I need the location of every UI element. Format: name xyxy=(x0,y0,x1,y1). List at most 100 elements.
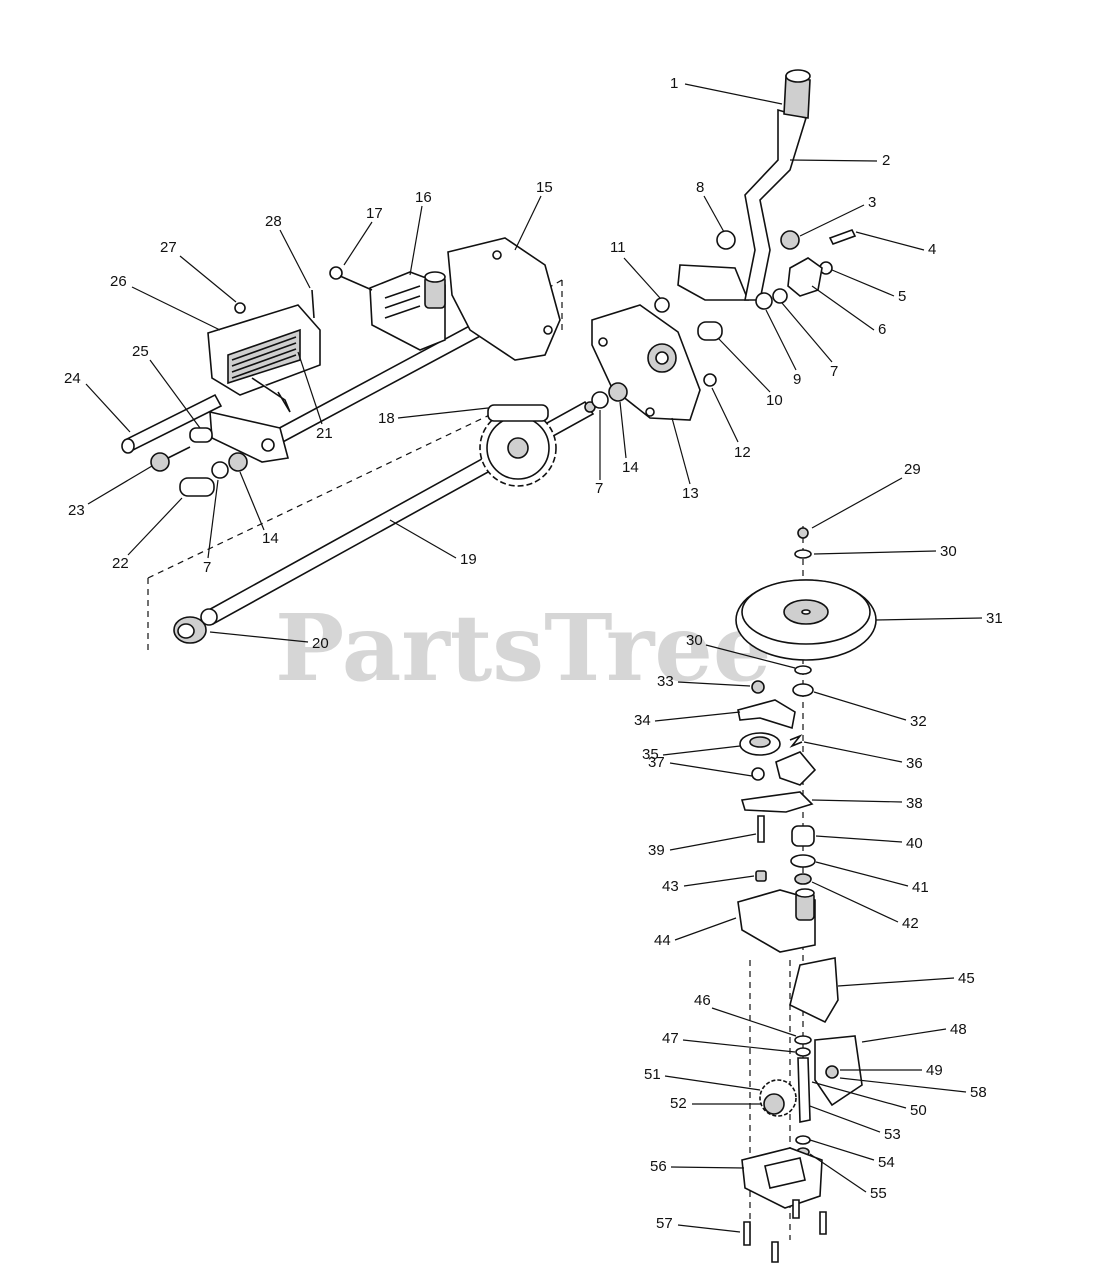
idler-bracket xyxy=(775,751,817,786)
leader-3 xyxy=(799,204,865,237)
bushing-10 xyxy=(697,321,723,341)
upper-assembly xyxy=(121,69,857,652)
leader-28 xyxy=(279,229,311,289)
screw-57-c xyxy=(792,1199,800,1219)
callout-7-upper: 7 xyxy=(830,363,838,380)
callout-39: 39 xyxy=(648,842,665,859)
leader-29 xyxy=(811,477,903,529)
callout-30-mid: 30 xyxy=(686,632,703,649)
leader-30-top xyxy=(813,550,937,555)
leader-9 xyxy=(765,309,797,371)
ring-41 xyxy=(790,854,816,868)
callout-5: 5 xyxy=(898,288,906,305)
callout-38: 38 xyxy=(906,795,923,812)
leader-36 xyxy=(803,741,903,763)
callout-53: 53 xyxy=(884,1126,901,1143)
callout-12: 12 xyxy=(734,444,751,461)
callout-27: 27 xyxy=(160,239,177,256)
leader-6 xyxy=(811,285,875,331)
callout-labels: 1 2 3 4 5 6 7 7 7 8 9 10 11 xyxy=(64,75,1003,1233)
plate-38 xyxy=(740,791,814,813)
callout-7-left: 7 xyxy=(203,559,211,576)
ring-42 xyxy=(794,873,812,885)
leader-35 xyxy=(662,745,741,756)
leader-31 xyxy=(875,617,983,621)
bolt-17 xyxy=(329,266,373,291)
callout-8: 8 xyxy=(696,179,704,196)
dashed-assembly-outline xyxy=(147,279,563,652)
leader-14-center xyxy=(619,401,627,459)
callout-1: 1 xyxy=(670,75,678,92)
callout-2: 2 xyxy=(882,152,890,169)
worm-shaft-53 xyxy=(797,1057,811,1123)
lower-assembly xyxy=(735,526,877,1263)
nut-29 xyxy=(797,527,809,539)
leader-1 xyxy=(684,83,783,105)
bolt-27 xyxy=(234,302,246,314)
callout-14-center: 14 xyxy=(622,459,639,476)
leader-55 xyxy=(809,1153,867,1193)
bushing-11 xyxy=(654,297,670,313)
callout-3: 3 xyxy=(868,194,876,211)
bushing-37 xyxy=(751,767,765,781)
leader-48 xyxy=(861,1028,947,1043)
screw-57-b xyxy=(771,1241,779,1263)
gear-case-16 xyxy=(369,271,446,351)
washer-14-right xyxy=(608,382,628,402)
leader-37 xyxy=(669,762,753,777)
bushing-8 xyxy=(716,230,736,250)
plug-43 xyxy=(755,870,767,882)
leader-7-left xyxy=(207,479,219,559)
bearing-35 xyxy=(739,732,781,756)
leader-8 xyxy=(703,195,725,233)
leader-42 xyxy=(811,881,899,923)
leader-34 xyxy=(654,711,741,722)
screw-57-a xyxy=(743,1221,751,1246)
leader-12 xyxy=(711,387,739,443)
callout-56: 56 xyxy=(650,1158,667,1175)
callout-15: 15 xyxy=(536,179,553,196)
leader-4 xyxy=(855,231,925,251)
callout-14-left: 14 xyxy=(262,530,279,547)
lever-bracket-plate xyxy=(677,264,750,301)
washer-32 xyxy=(792,683,814,697)
leader-39 xyxy=(669,833,757,851)
callout-57: 57 xyxy=(656,1215,673,1232)
gear-51 xyxy=(759,1079,797,1117)
callout-11: 11 xyxy=(610,239,626,256)
lower-plate xyxy=(209,410,290,463)
spring-36 xyxy=(789,734,803,748)
washer-46 xyxy=(794,1035,812,1045)
callout-34: 34 xyxy=(634,712,651,729)
nut-33 xyxy=(751,680,765,694)
callout-26: 26 xyxy=(110,273,127,290)
index-plate-6 xyxy=(787,257,823,297)
bolt-4 xyxy=(828,229,857,245)
callout-13: 13 xyxy=(682,485,699,502)
callout-21: 21 xyxy=(316,425,333,442)
leader-23 xyxy=(87,465,153,505)
leader-32 xyxy=(813,691,907,721)
callout-47: 47 xyxy=(662,1030,679,1047)
leader-11 xyxy=(623,257,661,299)
leader-45 xyxy=(837,977,955,987)
leader-56 xyxy=(670,1166,745,1169)
bushing-40 xyxy=(791,825,815,847)
leader-21 xyxy=(297,351,323,425)
callout-45: 45 xyxy=(958,970,975,987)
leader-38 xyxy=(811,799,903,803)
washer-14-left xyxy=(228,452,248,472)
callout-52: 52 xyxy=(670,1095,687,1112)
spacer-25 xyxy=(189,427,213,443)
callout-25: 25 xyxy=(132,343,149,360)
leader-5 xyxy=(831,269,895,297)
screw-57-d xyxy=(819,1211,827,1235)
callout-50: 50 xyxy=(910,1102,927,1119)
leader-22 xyxy=(127,497,183,556)
bolt-12 xyxy=(703,373,717,387)
leader-19 xyxy=(389,519,457,559)
leader-57 xyxy=(677,1224,741,1233)
callout-23: 23 xyxy=(68,502,85,519)
callout-19: 19 xyxy=(460,551,477,568)
leader-2 xyxy=(789,159,878,162)
